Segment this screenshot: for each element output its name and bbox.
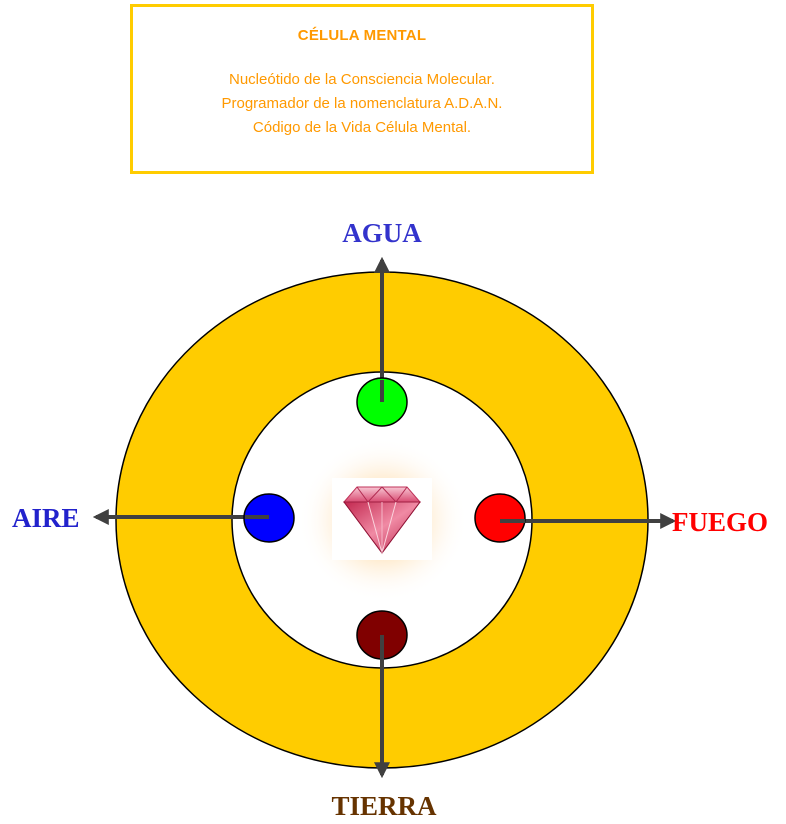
label-agua: AGUA: [342, 218, 422, 248]
label-aire: AIRE: [12, 503, 80, 533]
label-fuego: FUEGO: [672, 507, 768, 537]
fuego-dot: [475, 494, 525, 542]
label-tierra: TIERRA: [331, 791, 437, 821]
pink-diamond-icon: [332, 478, 432, 560]
